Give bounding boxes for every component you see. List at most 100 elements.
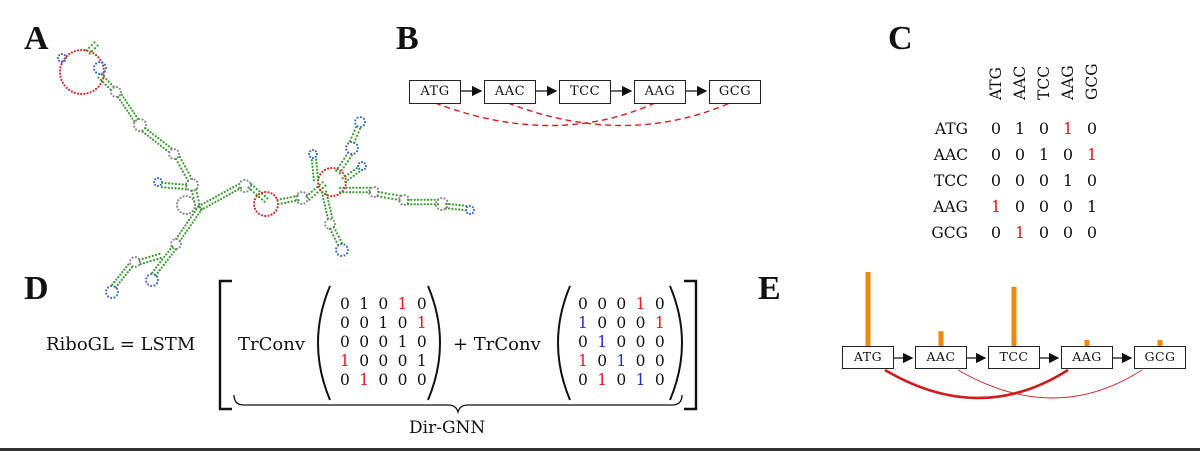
nucleotide [312, 179, 315, 182]
nucleotide [137, 257, 140, 260]
nucleotide [354, 119, 357, 122]
nucleotide [158, 252, 161, 255]
nucleotide [188, 195, 192, 199]
nucleotide [458, 208, 461, 211]
nucleotide [334, 229, 337, 232]
nucleotide [355, 134, 359, 137]
nucleotide [387, 197, 390, 200]
nucleotide [102, 81, 105, 84]
nucleotide [357, 131, 360, 134]
nucleotide [353, 129, 356, 132]
nucleotide [195, 208, 198, 211]
nucleotide [149, 131, 152, 134]
nucleotide [255, 187, 258, 191]
nucleotide [329, 217, 332, 221]
rna-secondary-structure [56, 41, 476, 300]
matrix-cell: 0 [416, 333, 429, 351]
nucleotide [353, 152, 356, 155]
codon-box-tcc: TCC [559, 80, 611, 104]
nucleotide [346, 160, 349, 163]
nucleotide [144, 132, 147, 135]
nucleotide [105, 292, 108, 295]
nucleotide [174, 157, 178, 161]
nucleotide [239, 189, 243, 192]
nucleotide [323, 193, 327, 196]
nucleotide [180, 229, 183, 232]
nucleotide [122, 104, 125, 107]
nucleotide [420, 203, 423, 206]
nucleotide [253, 204, 256, 207]
matrix-cell: 0 [1062, 223, 1074, 242]
nucleotide [99, 83, 102, 86]
nucleotide [308, 192, 311, 196]
nucleotide [319, 173, 322, 176]
nucleotide [314, 150, 317, 153]
nucleotide [260, 214, 264, 217]
nucleotide [102, 67, 105, 70]
nucleotide [115, 287, 119, 290]
nucleotide [170, 148, 173, 151]
nucleotide [162, 141, 165, 144]
nucleotide [128, 268, 131, 271]
nucleotide [176, 149, 179, 152]
matrix-cell: 1 [578, 352, 591, 370]
nucleotide [330, 231, 333, 234]
nucleotide [339, 163, 342, 166]
nucleotide [134, 255, 137, 259]
matrix-row-label: AAC [933, 146, 968, 164]
nucleotide [345, 245, 349, 248]
nucleotide [358, 170, 361, 173]
matrix-cell: 0 [578, 371, 591, 389]
nucleotide [106, 295, 110, 298]
nucleotide [116, 290, 120, 294]
nucleotide [355, 167, 358, 170]
matrix-cell: 0 [397, 371, 410, 389]
bottom-rule [0, 448, 1200, 451]
nucleotide [346, 248, 350, 252]
nucleotide [146, 134, 149, 137]
matrix-cell: 0 [378, 333, 391, 351]
nucleotide [162, 263, 165, 267]
nucleotide [219, 197, 223, 201]
nucleotide [191, 213, 194, 216]
nucleotide [239, 186, 243, 190]
matrix-cell: 0 [1038, 119, 1050, 138]
nucleotide [76, 92, 80, 95]
nucleotide [275, 209, 278, 212]
left-paren [317, 285, 331, 401]
nucleotide [335, 247, 338, 250]
nucleotide [124, 273, 127, 276]
nucleotide [406, 195, 409, 198]
codon-box-gcg: GCG [709, 80, 761, 104]
nucleotide [68, 53, 71, 56]
nucleotide [458, 204, 461, 207]
nucleotide [197, 213, 200, 216]
nucleotide [250, 188, 253, 192]
nucleotide [150, 272, 153, 276]
nucleotide [410, 198, 413, 201]
codon-box-gcg: GCG [1134, 346, 1186, 369]
nucleotide [231, 191, 234, 194]
nucleotide [234, 189, 237, 193]
matrix-cell: 0 [578, 295, 591, 313]
nucleotide [144, 123, 148, 127]
trconv-label-2: + TrConv [453, 334, 541, 355]
matrix-cell: 0 [990, 171, 1002, 190]
trconv-label-1: TrConv [238, 334, 305, 355]
nucleotide [170, 253, 173, 256]
nucleotide [336, 244, 340, 247]
nucleotide [212, 197, 215, 200]
nucleotide [355, 172, 358, 175]
nucleotide [273, 194, 276, 197]
matrix-cell: 0 [635, 314, 648, 332]
nucleotide [162, 146, 165, 149]
nucleotide [180, 237, 183, 240]
nucleotide [436, 207, 440, 210]
nucleotide [252, 191, 255, 194]
nucleotide [426, 203, 430, 206]
nucleotide [127, 263, 130, 266]
nucleotide [376, 187, 379, 190]
nucleotide [166, 258, 169, 261]
